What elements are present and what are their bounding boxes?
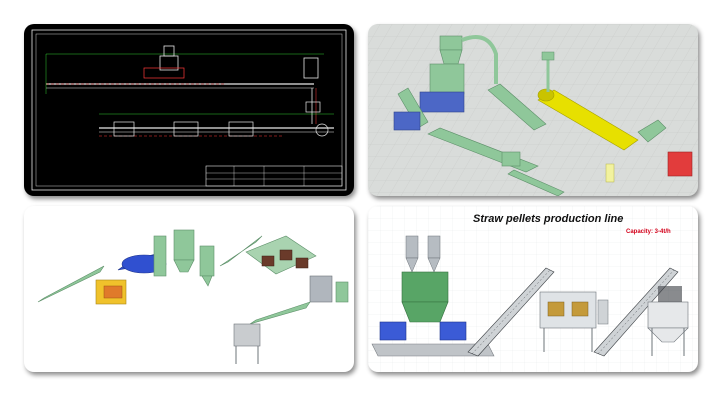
render-bottom-right-panel: Straw pellets production line Capacity: … <box>368 206 698 372</box>
production-line-render-c <box>368 206 698 372</box>
panel-title: Straw pellets production line <box>473 213 624 225</box>
render-top-panel <box>368 24 698 196</box>
capacity-label: Capacity: 3-4t/h <box>626 229 671 235</box>
production-line-render-b <box>37 229 349 364</box>
cad-drawing-panel <box>24 24 354 196</box>
cad-layout-drawing <box>31 29 347 191</box>
production-line-render-a <box>368 24 698 196</box>
render-bottom-left-panel <box>24 206 354 372</box>
